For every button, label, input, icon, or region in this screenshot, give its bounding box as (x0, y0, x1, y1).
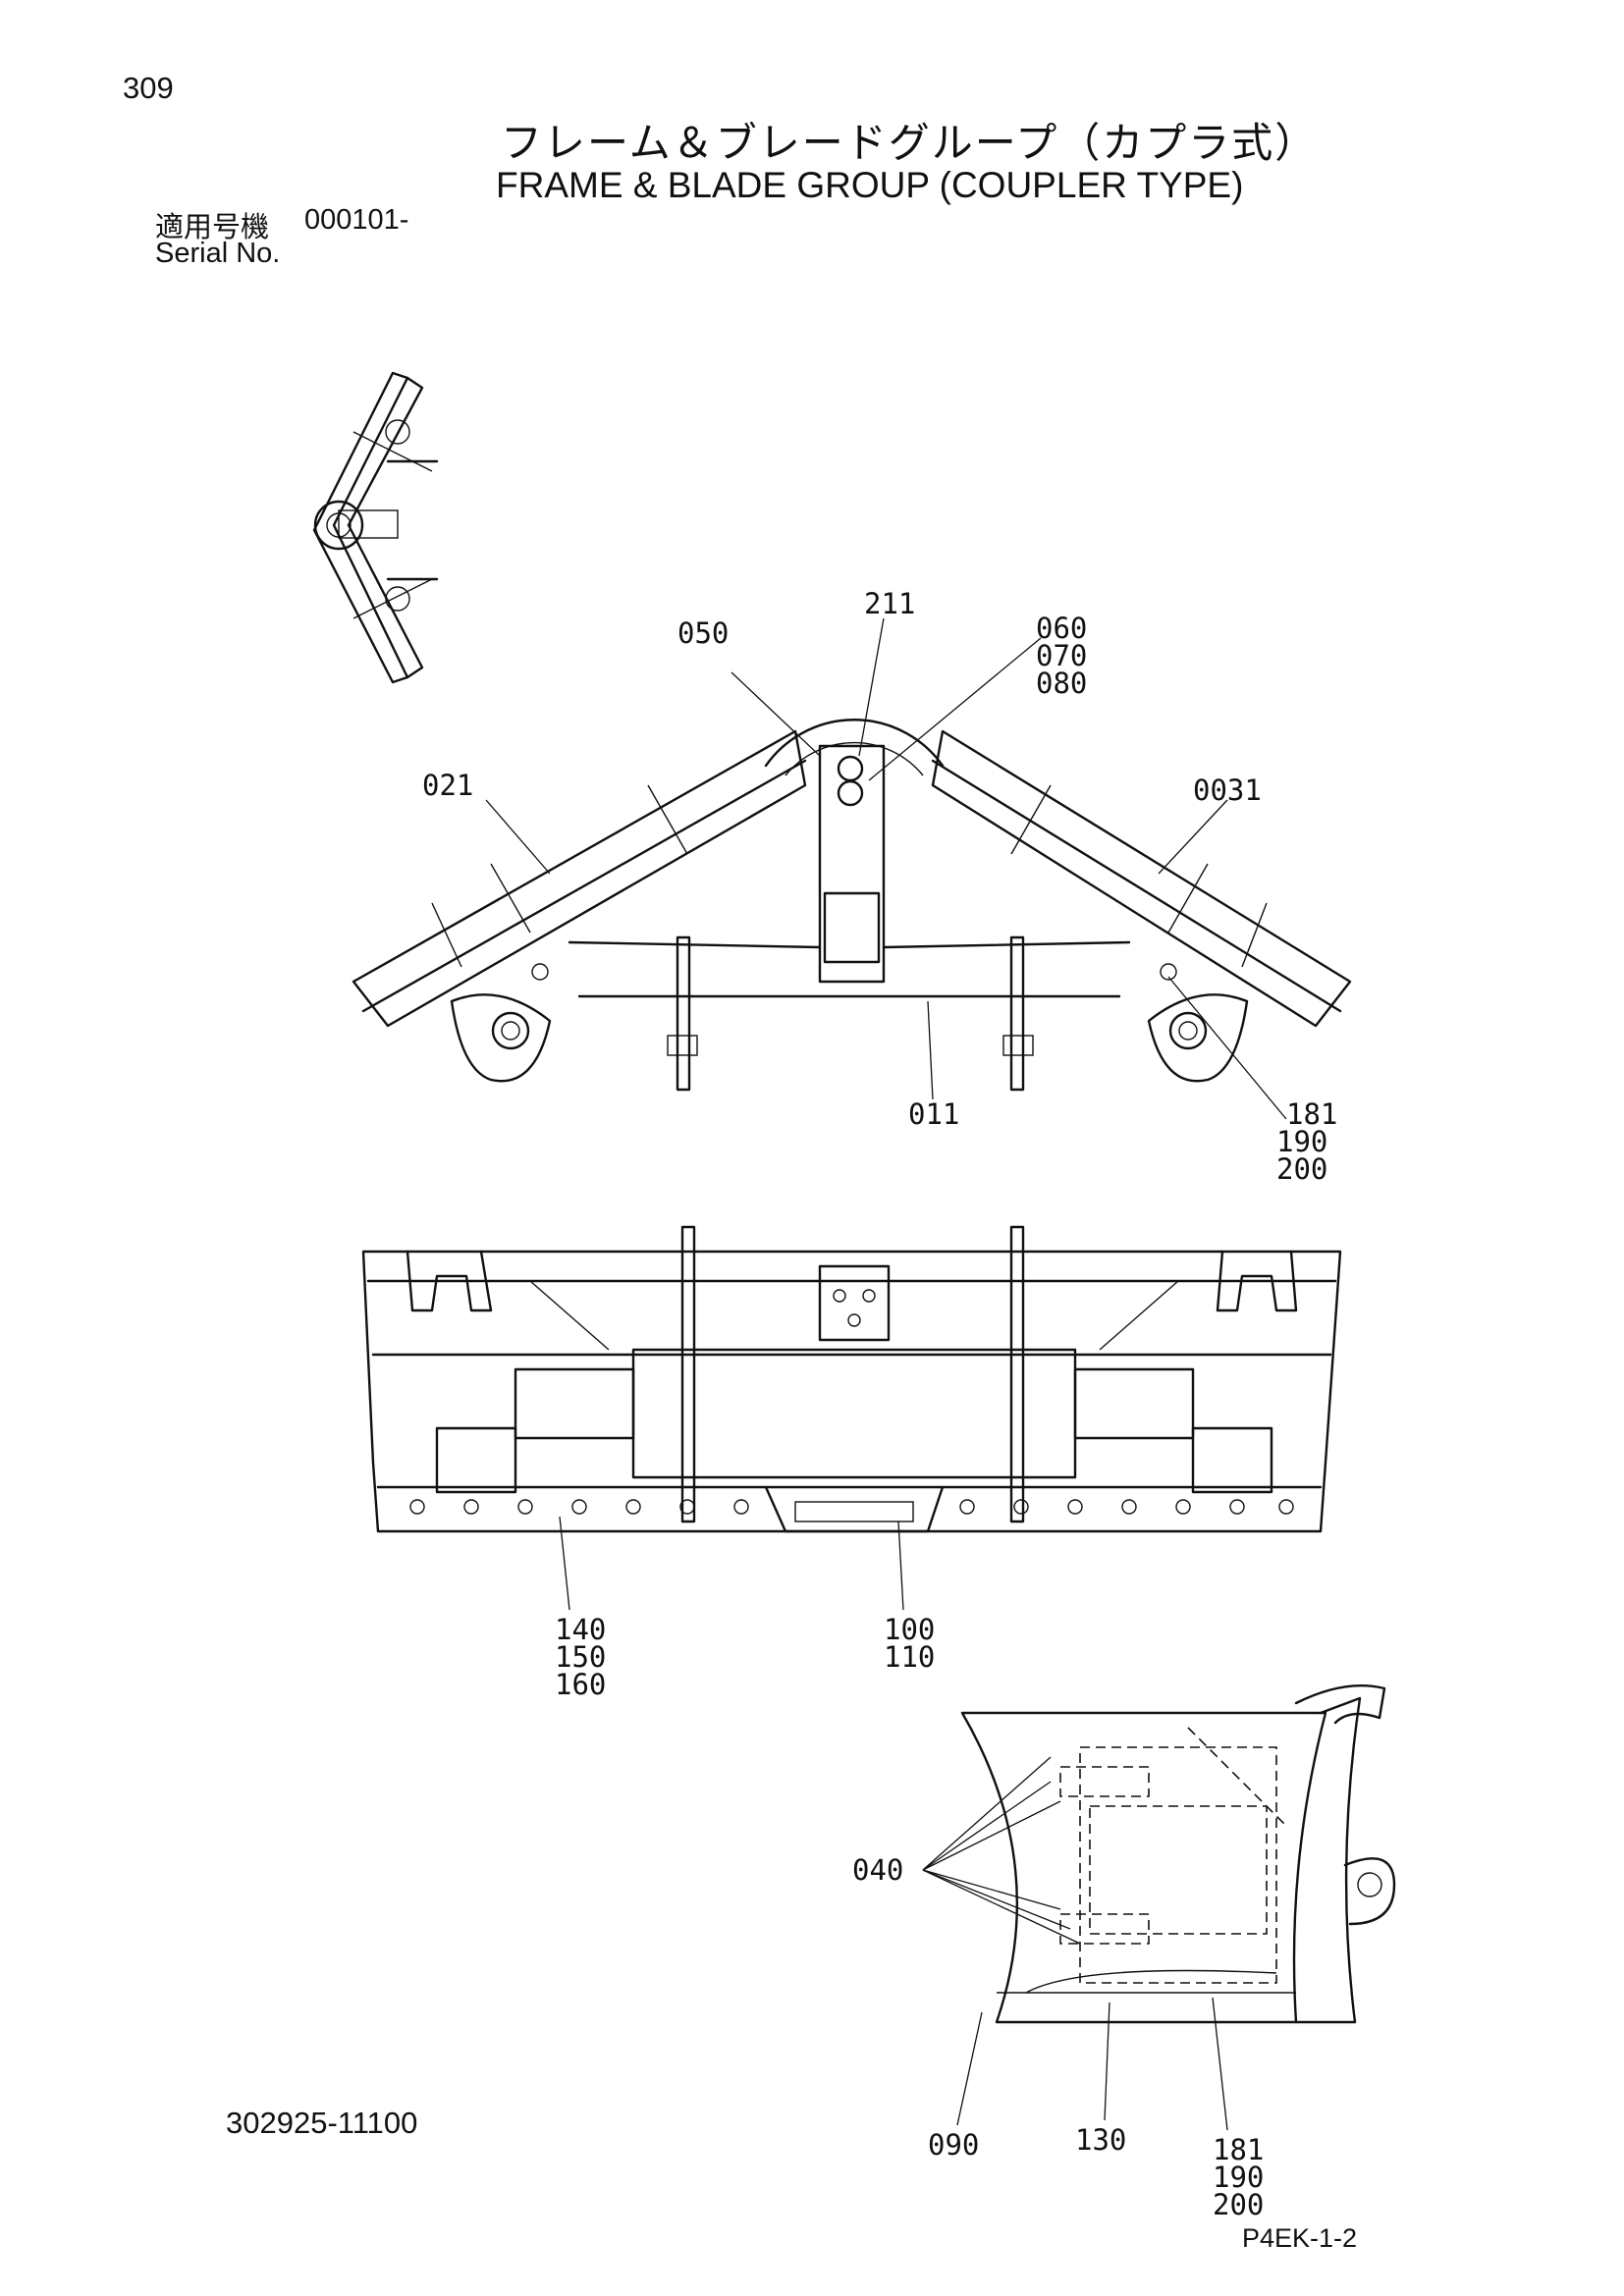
blade-front-view (361, 1225, 1342, 1533)
blade-top-view (352, 719, 1352, 1092)
serial-label-english: Serial No. (155, 238, 281, 269)
label-181-side: 181 (1213, 2133, 1264, 2166)
label-070: 070 (1036, 639, 1087, 672)
label-130: 130 (1075, 2123, 1126, 2157)
label-190-top: 190 (1276, 1125, 1327, 1158)
label-0031: 0031 (1193, 774, 1262, 807)
thumbnail-view (312, 371, 439, 684)
bolt-row (409, 1499, 1294, 1515)
label-100: 100 (884, 1613, 935, 1646)
page-title-japanese: フレーム＆ブレードグループ（カプラ式） (501, 119, 1319, 167)
serial-value: 000101- (304, 204, 409, 236)
label-150: 150 (555, 1640, 606, 1674)
part-labels: 050 211 060 070 080 021 0031 011 181 190… (422, 587, 1337, 2221)
page-title-english: FRAME & BLADE GROUP (COUPLER TYPE) (496, 165, 1244, 205)
page-number: 309 (123, 71, 174, 105)
page-code: P4EK-1-2 (1242, 2223, 1358, 2253)
label-021: 021 (422, 769, 473, 802)
label-211: 211 (864, 587, 915, 620)
leader-lines (485, 617, 1287, 2131)
label-060: 060 (1036, 612, 1087, 645)
label-080: 080 (1036, 667, 1087, 700)
serial-label-japanese: 適用号機 (155, 210, 270, 243)
label-110: 110 (884, 1640, 935, 1674)
label-190-side: 190 (1213, 2161, 1264, 2194)
label-140: 140 (555, 1613, 606, 1646)
label-090: 090 (928, 2128, 979, 2162)
label-200-top: 200 (1276, 1152, 1327, 1186)
label-050: 050 (677, 616, 729, 650)
label-011: 011 (908, 1097, 959, 1131)
drawing-number: 302925-11100 (226, 2106, 418, 2140)
blade-side-view (960, 1683, 1396, 2024)
label-181-top: 181 (1286, 1097, 1337, 1131)
label-200-side: 200 (1213, 2188, 1264, 2221)
label-160: 160 (555, 1668, 606, 1701)
label-040: 040 (852, 1853, 903, 1887)
